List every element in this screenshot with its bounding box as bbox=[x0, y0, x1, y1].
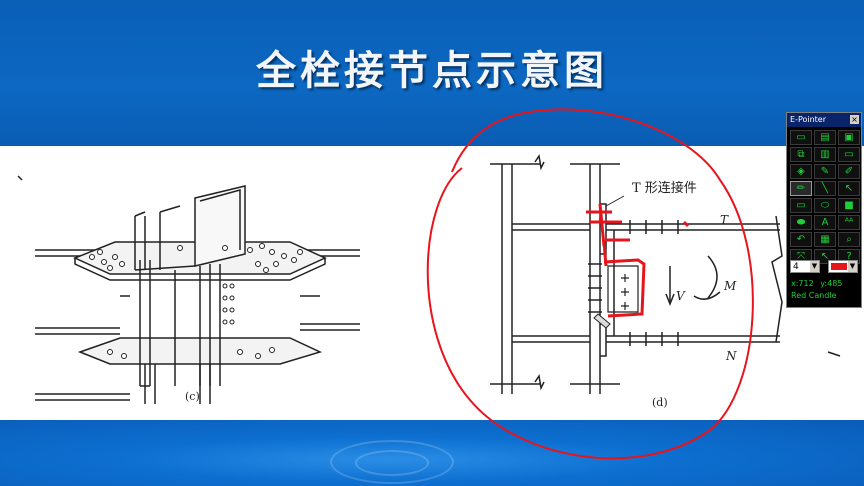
paste-icon[interactable]: ▥ bbox=[814, 147, 836, 162]
grid-icon[interactable]: ▦ bbox=[814, 232, 836, 247]
arrow-icon[interactable]: ↖ bbox=[838, 181, 860, 196]
pen-name: Red Candle bbox=[791, 291, 837, 300]
copy-icon[interactable]: ⧉ bbox=[790, 147, 812, 162]
slide-figure-panel: (c) bbox=[0, 146, 864, 420]
epointer-titlebar[interactable]: E-Pointer × bbox=[787, 113, 861, 127]
filled-rect-icon[interactable]: ■ bbox=[838, 198, 860, 213]
board-icon[interactable]: ▭ bbox=[838, 147, 860, 162]
open-icon[interactable]: ▭ bbox=[790, 130, 812, 145]
label-M: M bbox=[723, 279, 737, 293]
save-icon[interactable]: ▤ bbox=[814, 130, 836, 145]
label-N: N bbox=[725, 349, 737, 363]
text-icon[interactable]: A bbox=[814, 215, 836, 230]
color-pen-icon[interactable]: ✐ bbox=[838, 164, 860, 179]
ellipse-icon[interactable]: ⬭ bbox=[814, 198, 836, 213]
label-t-connector: T 形连接件 bbox=[632, 180, 697, 196]
screen-icon[interactable]: ▣ bbox=[838, 130, 860, 145]
coord-y: y:485 bbox=[820, 279, 843, 288]
slide-footer-band bbox=[0, 420, 864, 486]
chevron-down-icon[interactable]: ▼ bbox=[848, 261, 857, 272]
highlighter-icon[interactable]: ✎ bbox=[814, 164, 836, 179]
cursor-coordinates: x:712 y:485 bbox=[791, 279, 846, 288]
label-V: V bbox=[676, 289, 686, 303]
eraser-icon[interactable]: ◈ bbox=[790, 164, 812, 179]
text-style-icon[interactable]: ᴬᴬ bbox=[838, 215, 860, 230]
pen-color-select[interactable]: ▼ bbox=[828, 260, 858, 273]
chevron-down-icon[interactable]: ▼ bbox=[810, 261, 819, 272]
coord-x: x:712 bbox=[791, 279, 814, 288]
epointer-title: E-Pointer bbox=[790, 115, 827, 124]
pen-icon[interactable]: ✏ bbox=[790, 181, 812, 196]
close-icon[interactable]: × bbox=[850, 115, 859, 124]
filled-ellipse-icon[interactable]: ⬬ bbox=[790, 215, 812, 230]
zoom-icon[interactable]: ⌕ bbox=[838, 232, 860, 247]
caption-d: (d) bbox=[652, 396, 668, 409]
pen-cursor-icon bbox=[593, 313, 611, 329]
figure-c-drawing: (c) bbox=[17, 175, 360, 404]
rectangle-icon[interactable]: ▭ bbox=[790, 198, 812, 213]
pen-color-swatch bbox=[831, 263, 847, 270]
pen-width-value: 4 bbox=[793, 262, 799, 272]
undo-icon[interactable]: ↶ bbox=[790, 232, 812, 247]
pen-width-select[interactable]: 4 ▼ bbox=[790, 260, 820, 273]
slide-title: 全栓接节点示意图 bbox=[256, 48, 608, 94]
label-T: T bbox=[720, 213, 729, 227]
line-icon[interactable]: ╲ bbox=[814, 181, 836, 196]
caption-c: (c) bbox=[185, 390, 200, 403]
epointer-controls: 4 ▼ ▼ bbox=[790, 260, 860, 274]
